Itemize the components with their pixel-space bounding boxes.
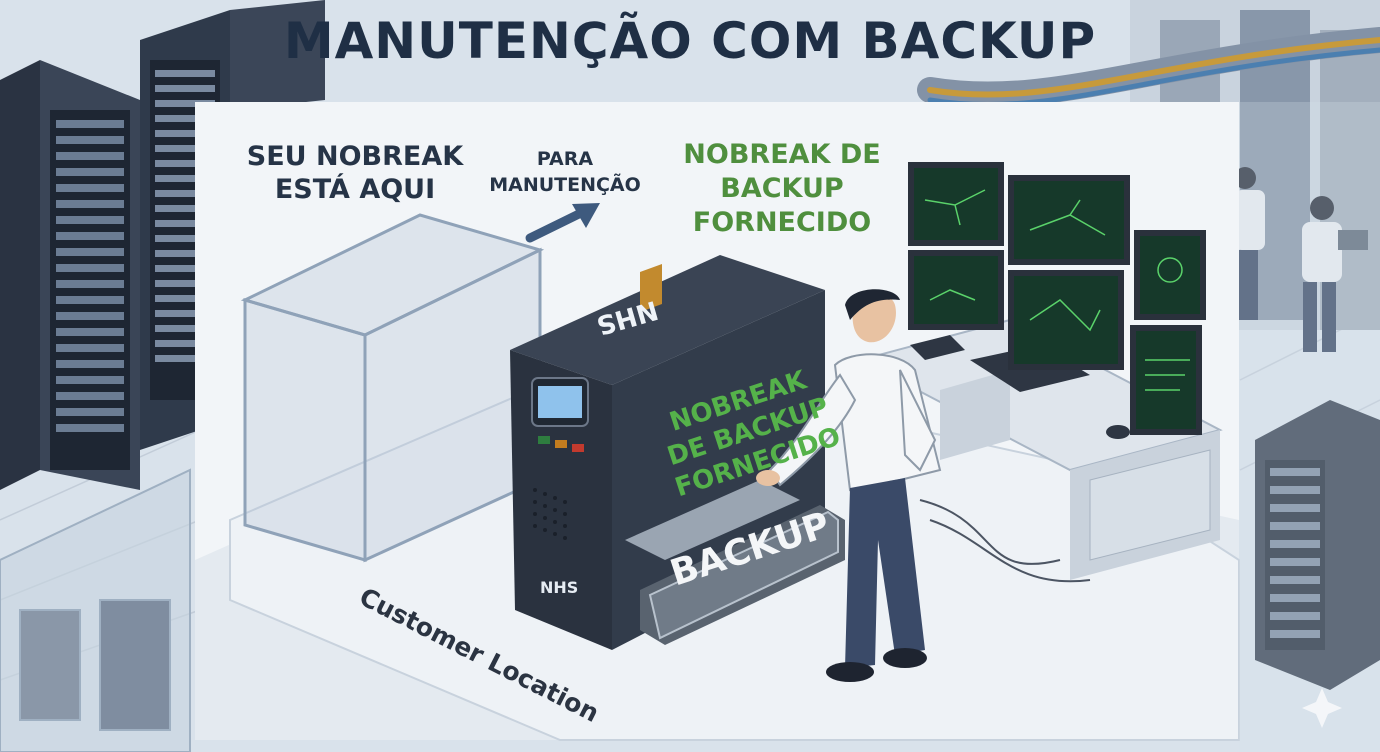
- technician-figure: [756, 289, 942, 682]
- backup-nobreak-unit: [510, 255, 845, 650]
- backup-provided-label-line2: BACKUP: [720, 173, 844, 204]
- backup-provided-label-line3: FORNECIDO: [692, 207, 872, 238]
- desk-cables: [919, 499, 1091, 583]
- backup-provided-label: NOBREAK DE BACKUP FORNECIDO: [672, 138, 892, 240]
- page-title: MANUTENÇÃO COM BACKUP: [283, 12, 1097, 70]
- current-nobreak-label: SEU NOBREAK ESTÁ AQUI: [240, 140, 470, 206]
- arrow-icon: [525, 203, 600, 243]
- left-glass-rooms: [0, 468, 191, 752]
- ups-brand-bottom: NHS: [540, 578, 579, 597]
- current-nobreak-label-line1: SEU NOBREAK: [246, 141, 464, 172]
- right-fade: [1239, 102, 1380, 752]
- current-nobreak-label-line2: ESTÁ AQUI: [274, 174, 436, 205]
- sparkle-icon: [1302, 688, 1342, 728]
- backup-provided-label-line1: NOBREAK DE: [683, 139, 881, 170]
- monitor-wall: [908, 162, 1206, 435]
- background-technicians: [1234, 167, 1368, 352]
- maintenance-label-line2: MANUTENÇÃO: [489, 174, 641, 196]
- maintenance-label-line1: PARA: [536, 148, 594, 170]
- empty-nobreak-outline: [240, 213, 545, 563]
- maintenance-label: PARA MANUTENÇÃO: [470, 146, 660, 198]
